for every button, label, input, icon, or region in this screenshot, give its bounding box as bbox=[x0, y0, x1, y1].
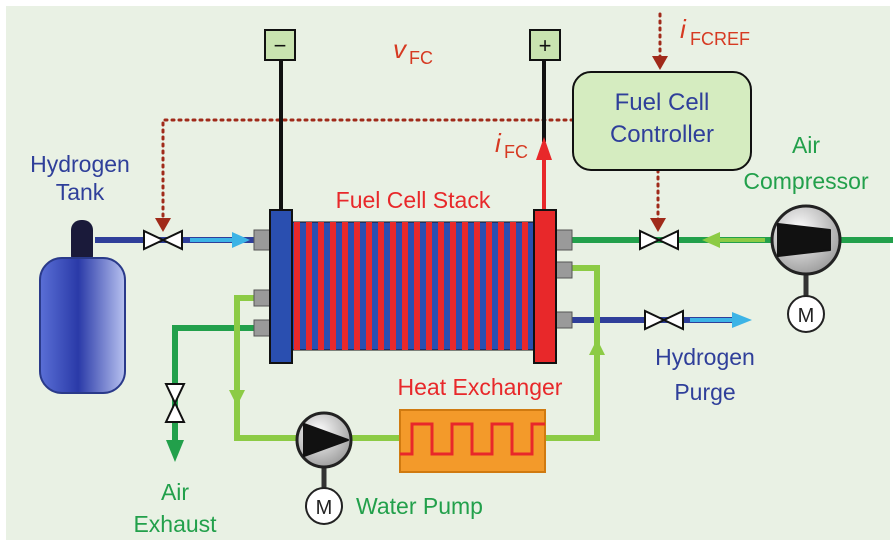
hydrogen-flow-arrow bbox=[232, 232, 250, 248]
cell-plate bbox=[378, 222, 384, 350]
cell-plate bbox=[342, 222, 348, 350]
control-arrow-air-valve bbox=[650, 218, 666, 232]
stack-current-symbol: i bbox=[495, 128, 502, 158]
cell-stripes bbox=[294, 222, 528, 350]
stack-end-plate-cathode bbox=[533, 209, 557, 364]
cell-plate bbox=[330, 222, 336, 350]
cell-plate bbox=[426, 222, 432, 350]
purge-flow-arrow bbox=[732, 312, 752, 328]
stack-label: Fuel Cell Stack bbox=[336, 187, 491, 213]
cell-plate bbox=[318, 222, 324, 350]
negative-terminal-label: − bbox=[274, 33, 287, 58]
positive-terminal bbox=[529, 29, 561, 61]
stack-current-subscript: FC bbox=[504, 142, 528, 162]
air-compressor-pump-icon bbox=[770, 204, 842, 298]
current-arrow bbox=[536, 137, 552, 160]
coolant-return-arrow bbox=[229, 390, 245, 406]
negative-terminal bbox=[264, 29, 296, 61]
cell-plate bbox=[522, 222, 528, 350]
air-inlet-valve-icon[interactable] bbox=[639, 229, 679, 251]
air-flow-arrow bbox=[702, 232, 720, 248]
air-compressor-label-line2: Compressor bbox=[743, 168, 869, 194]
cell-plate bbox=[462, 222, 468, 350]
controller-label-line2: Controller bbox=[610, 121, 714, 148]
hydrogen-purge-label-line1: Hydrogen bbox=[655, 344, 755, 370]
coolant-return-pipe bbox=[234, 295, 300, 441]
control-arrow-reference-input bbox=[652, 56, 668, 70]
fuel-cell-stack bbox=[253, 209, 573, 364]
cell-plate bbox=[450, 222, 456, 350]
cell-plate bbox=[390, 222, 396, 350]
hydrogen-inlet-valve-icon[interactable] bbox=[143, 229, 183, 251]
water-pump-label: Water Pump bbox=[356, 493, 483, 519]
stack-voltage-subscript: FC bbox=[409, 48, 433, 68]
cell-plate bbox=[294, 222, 300, 350]
reference-current-symbol: i bbox=[680, 14, 687, 44]
control-arrow-hydrogen-valve bbox=[155, 218, 171, 232]
fuel-cell-controller bbox=[572, 71, 752, 171]
pump-motor-label: M bbox=[316, 497, 333, 519]
heat-exchanger-icon bbox=[399, 409, 546, 473]
compressor-motor-label: M bbox=[798, 305, 815, 327]
cell-plate bbox=[486, 222, 492, 350]
water-pump-motor-icon: M bbox=[305, 487, 343, 525]
coolant-supply-arrow bbox=[589, 339, 605, 355]
cell-plate bbox=[510, 222, 516, 350]
heat-exchanger-label: Heat Exchanger bbox=[398, 374, 563, 400]
controller-label-line1: Fuel Cell bbox=[615, 89, 710, 116]
tank-body bbox=[39, 257, 126, 394]
hydrogen-tank-label-line1: Hydrogen bbox=[30, 151, 130, 177]
cell-plate bbox=[438, 222, 444, 350]
stack-cells bbox=[291, 221, 535, 351]
air-compressor-label-line1: Air bbox=[792, 132, 820, 158]
cell-plate bbox=[402, 222, 408, 350]
positive-terminal-label: + bbox=[539, 33, 552, 58]
stack-end-plate-anode bbox=[269, 209, 293, 364]
hydrogen-purge-label-line2: Purge bbox=[674, 379, 735, 405]
hydrogen-tank-icon bbox=[39, 220, 126, 394]
cell-plate bbox=[366, 222, 372, 350]
compressor-motor-icon: M bbox=[787, 295, 825, 333]
cell-plate bbox=[414, 222, 420, 350]
cell-plate bbox=[306, 222, 312, 350]
hydrogen-tank-label-line2: Tank bbox=[56, 179, 105, 205]
reference-current-subscript: FCREF bbox=[690, 29, 750, 49]
heat-exchanger-coil bbox=[400, 422, 545, 456]
air-exhaust-label-line2: Exhaust bbox=[133, 511, 217, 537]
cell-plate bbox=[474, 222, 480, 350]
hydrogen-purge-valve-icon[interactable] bbox=[644, 309, 684, 331]
cell-plate bbox=[354, 222, 360, 350]
cell-plate bbox=[498, 222, 504, 350]
tank-valve-cap bbox=[71, 220, 93, 266]
water-pump-icon bbox=[295, 411, 353, 490]
stack-voltage-symbol: v bbox=[393, 34, 408, 64]
air-exhaust-label-line1: Air bbox=[161, 479, 189, 505]
air-exhaust-arrow bbox=[166, 440, 184, 462]
air-exhaust-valve-icon[interactable] bbox=[164, 383, 186, 423]
